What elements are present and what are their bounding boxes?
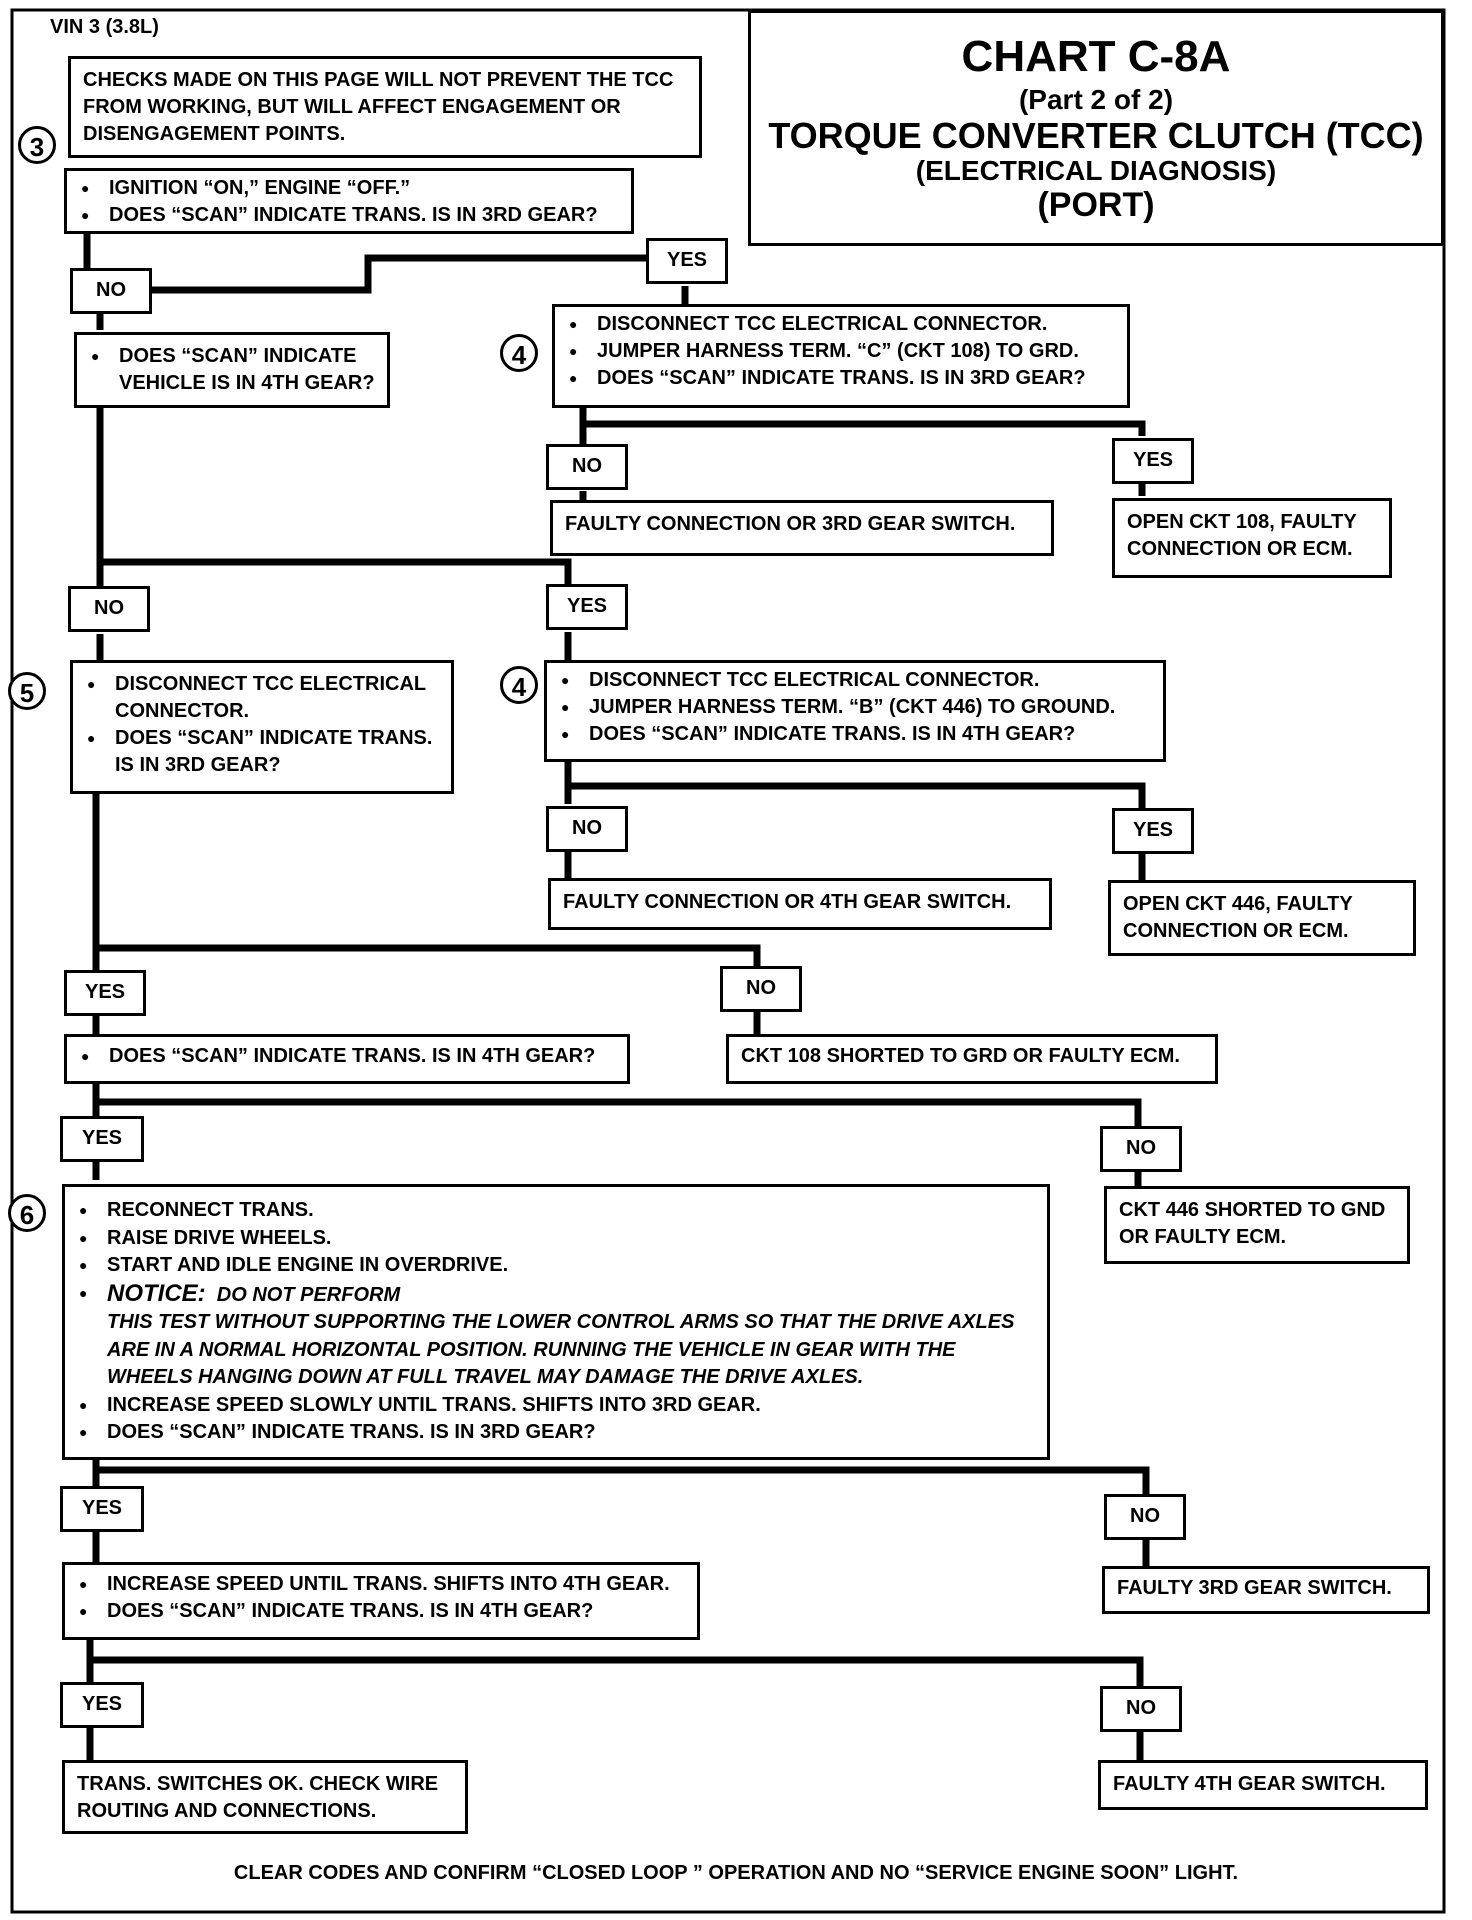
step-marker-4: 4	[500, 666, 538, 704]
footer-instruction: CLEAR CODES AND CONFIRM “CLOSED LOOP ” O…	[233, 1862, 1239, 1884]
chart-title: CHART C-8A	[961, 32, 1231, 81]
step-marker-4: 4	[500, 334, 538, 372]
box-line: JUMPER HARNESS TERM. “C” (CKT 108) TO GR…	[567, 338, 1117, 365]
result-ckt-108-shorted: CKT 108 SHORTED TO GRD OR FAULTY ECM.	[726, 1034, 1218, 1084]
result-ckt-446-shorted: CKT 446 SHORTED TO GND OR FAULTY ECM.	[1104, 1186, 1410, 1264]
label-yes: YES	[546, 584, 628, 630]
label-no: NO	[546, 444, 628, 490]
label-no: NO	[546, 806, 628, 852]
road-test-box: RECONNECT TRANS. RAISE DRIVE WHEELS. STA…	[62, 1184, 1050, 1460]
box-line: DOES “SCAN” INDICATE TRANS. IS IN 4TH GE…	[559, 721, 1153, 748]
notice-text: THIS TEST WITHOUT SUPPORTING THE LOWER C…	[107, 1311, 1015, 1388]
label-yes: YES	[64, 970, 146, 1016]
box-text: FAULTY CONNECTION OR 4TH GEAR SWITCH.	[563, 891, 1012, 913]
box-text: OPEN CKT 446, FAULTY CONNECTION OR ECM.	[1123, 893, 1353, 942]
box-line: INCREASE SPEED UNTIL TRANS. SHIFTS INTO …	[77, 1571, 687, 1598]
box-text: FAULTY 3RD GEAR SWITCH.	[1117, 1577, 1392, 1599]
step-marker-3: 3	[18, 126, 56, 164]
chart-title-block: CHART C-8A (Part 2 of 2) TORQUE CONVERTE…	[748, 10, 1444, 246]
box-text: CKT 446 SHORTED TO GND OR FAULTY ECM.	[1119, 1199, 1386, 1248]
intro-note: CHECKS MADE ON THIS PAGE WILL NOT PREVEN…	[68, 56, 702, 158]
box-line: INCREASE SPEED SLOWLY UNTIL TRANS. SHIFT…	[77, 1392, 1037, 1420]
disconnect-check-third-box: DISCONNECT TCC ELECTRICAL CONNECTOR.DOES…	[70, 660, 454, 794]
box-text: FAULTY 4TH GEAR SWITCH.	[1113, 1773, 1386, 1795]
label-yes: YES	[1112, 438, 1194, 484]
check-fourth-gear-vehicle-box: DOES “SCAN” INDICATE VEHICLE IS IN 4TH G…	[74, 332, 390, 408]
chart-part: (Part 2 of 2)	[1018, 84, 1174, 116]
box-line: RAISE DRIVE WHEELS.	[77, 1225, 1037, 1253]
label-no: NO	[1104, 1494, 1186, 1540]
vin-label: VIN 3 (3.8L)	[50, 16, 159, 38]
label-yes: YES	[1112, 808, 1194, 854]
result-faulty-3rd-gear-switch: FAULTY 3RD GEAR SWITCH.	[1102, 1566, 1430, 1614]
label-no: NO	[1100, 1126, 1182, 1172]
box-line: DOES “SCAN” INDICATE TRANS. IS IN 3RD GE…	[77, 1419, 1037, 1447]
box-line: DOES “SCAN” INDICATE TRANS. IS IN 3RD GE…	[79, 202, 621, 229]
step-marker-6: 6	[8, 1194, 46, 1232]
intro-text: CHECKS MADE ON THIS PAGE WILL NOT PREVEN…	[83, 69, 674, 145]
step-marker-5: 5	[8, 672, 46, 710]
increase-speed-fourth-box: INCREASE SPEED UNTIL TRANS. SHIFTS INTO …	[62, 1562, 700, 1640]
result-open-ckt-108: OPEN CKT 108, FAULTY CONNECTION OR ECM.	[1112, 498, 1392, 578]
notice-label: NOTICE:	[107, 1279, 206, 1307]
label-no: NO	[1100, 1686, 1182, 1732]
result-faulty-3rd-connection: FAULTY CONNECTION OR 3RD GEAR SWITCH.	[550, 500, 1054, 556]
label-yes: YES	[646, 238, 728, 284]
box-line: RECONNECT TRANS.	[77, 1197, 1037, 1225]
label-no: NO	[720, 966, 802, 1012]
label-yes: YES	[60, 1682, 144, 1728]
box-text: FAULTY CONNECTION OR 3RD GEAR SWITCH.	[565, 513, 1016, 535]
label-no: NO	[70, 268, 152, 314]
box-line: DOES “SCAN” INDICATE VEHICLE IS IN 4TH G…	[89, 343, 377, 397]
chart-subtitle: TORQUE CONVERTER CLUTCH (TCC)	[768, 115, 1424, 157]
box-line: IGNITION “ON,” ENGINE “OFF.”	[79, 175, 621, 202]
box-text: CKT 108 SHORTED TO GRD OR FAULTY ECM.	[741, 1045, 1180, 1067]
label-yes: YES	[60, 1486, 144, 1532]
notice-line: NOTICE: DO NOT PERFORM	[77, 1280, 1037, 1310]
jumper-ckt-446-box: DISCONNECT TCC ELECTRICAL CONNECTOR.JUMP…	[544, 660, 1166, 762]
box-line: DOES “SCAN” INDICATE TRANS. IS IN 4TH GE…	[79, 1043, 617, 1070]
check-third-gear-box: IGNITION “ON,” ENGINE “OFF.”DOES “SCAN” …	[64, 168, 634, 234]
box-line: DOES “SCAN” INDICATE TRANS. IS IN 3RD GE…	[85, 725, 441, 779]
check-fourth-gear-box: DOES “SCAN” INDICATE TRANS. IS IN 4TH GE…	[64, 1034, 630, 1084]
box-line: START AND IDLE ENGINE IN OVERDRIVE.	[77, 1252, 1037, 1280]
result-open-ckt-446: OPEN CKT 446, FAULTY CONNECTION OR ECM.	[1108, 880, 1416, 956]
box-line: DISCONNECT TCC ELECTRICAL CONNECTOR.	[85, 671, 441, 725]
box-text: OPEN CKT 108, FAULTY CONNECTION OR ECM.	[1127, 511, 1357, 560]
box-line: DISCONNECT TCC ELECTRICAL CONNECTOR.	[567, 311, 1117, 338]
chart-subtitle-3: (PORT)	[1037, 185, 1155, 224]
result-faulty-4th-gear-switch: FAULTY 4TH GEAR SWITCH.	[1098, 1760, 1428, 1810]
box-text: TRANS. SWITCHES OK. CHECK WIRE ROUTING A…	[77, 1773, 439, 1822]
label-no: NO	[68, 586, 150, 632]
notice-lead: DO NOT PERFORM	[216, 1283, 401, 1306]
result-switches-ok: TRANS. SWITCHES OK. CHECK WIRE ROUTING A…	[62, 1760, 468, 1834]
box-line: DOES “SCAN” INDICATE TRANS. IS IN 4TH GE…	[77, 1598, 687, 1625]
box-line: JUMPER HARNESS TERM. “B” (CKT 446) TO GR…	[559, 694, 1153, 721]
label-yes: YES	[60, 1116, 144, 1162]
chart-subtitle-2: (ELECTRICAL DIAGNOSIS)	[915, 154, 1277, 186]
result-faulty-4th-connection: FAULTY CONNECTION OR 4TH GEAR SWITCH.	[548, 878, 1052, 930]
box-line: DISCONNECT TCC ELECTRICAL CONNECTOR.	[559, 667, 1153, 694]
jumper-ckt-108-box: DISCONNECT TCC ELECTRICAL CONNECTOR.JUMP…	[552, 304, 1130, 408]
box-line: DOES “SCAN” INDICATE TRANS. IS IN 3RD GE…	[567, 365, 1117, 392]
